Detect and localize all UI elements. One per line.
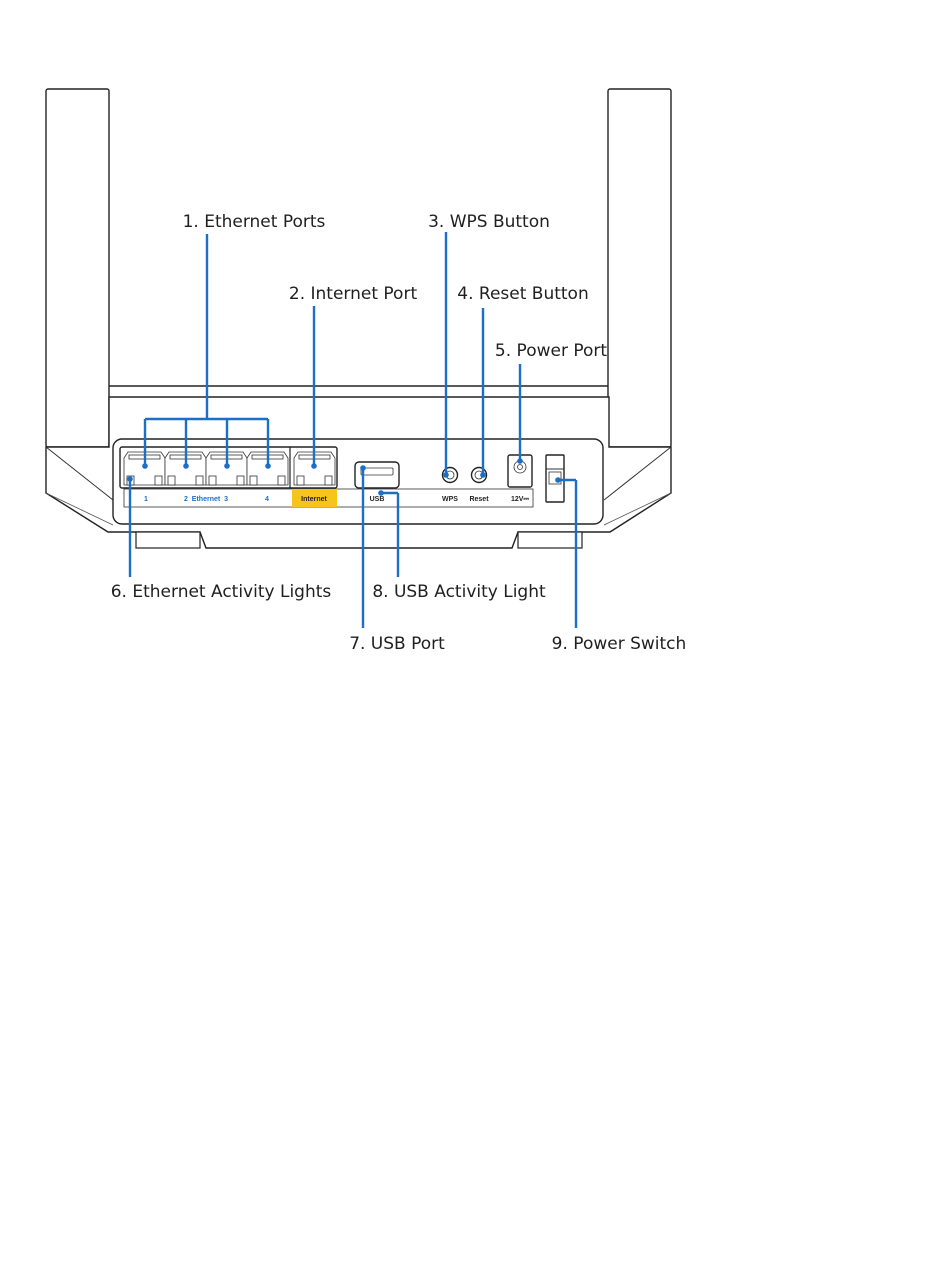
port-label-1: 1: [144, 496, 148, 503]
port-label-internet: Internet: [301, 496, 327, 503]
label-power-switch: 9. Power Switch: [552, 634, 687, 654]
left-antenna: [46, 89, 109, 447]
label-internet-port: 2. Internet Port: [289, 284, 418, 304]
label-wps-button: 3. WPS Button: [428, 212, 550, 232]
label-power-port: 5. Power Port: [495, 341, 607, 361]
right-antenna: [608, 89, 671, 447]
port-label-usb: USB: [370, 496, 385, 503]
port-label-wps: WPS: [442, 496, 458, 503]
port-label-power: 12V⎓: [511, 496, 529, 503]
label-usb-port: 7. USB Port: [349, 634, 445, 654]
label-reset-button: 4. Reset Button: [457, 284, 588, 304]
usb-port-slot: [361, 468, 393, 475]
right-foot: [518, 532, 582, 548]
port-label-2-ethernet-3: 2 Ethernet 3: [184, 496, 228, 503]
label-ethernet-ports: 1. Ethernet Ports: [183, 212, 326, 232]
port-label-reset: Reset: [469, 496, 489, 503]
power-port-pin: [518, 465, 523, 470]
label-usb-activity-light: 8. USB Activity Light: [372, 582, 546, 602]
left-foot: [136, 532, 200, 548]
port-label-4: 4: [265, 496, 269, 503]
label-ethernet-activity-lights: 6. Ethernet Activity Lights: [111, 582, 332, 602]
